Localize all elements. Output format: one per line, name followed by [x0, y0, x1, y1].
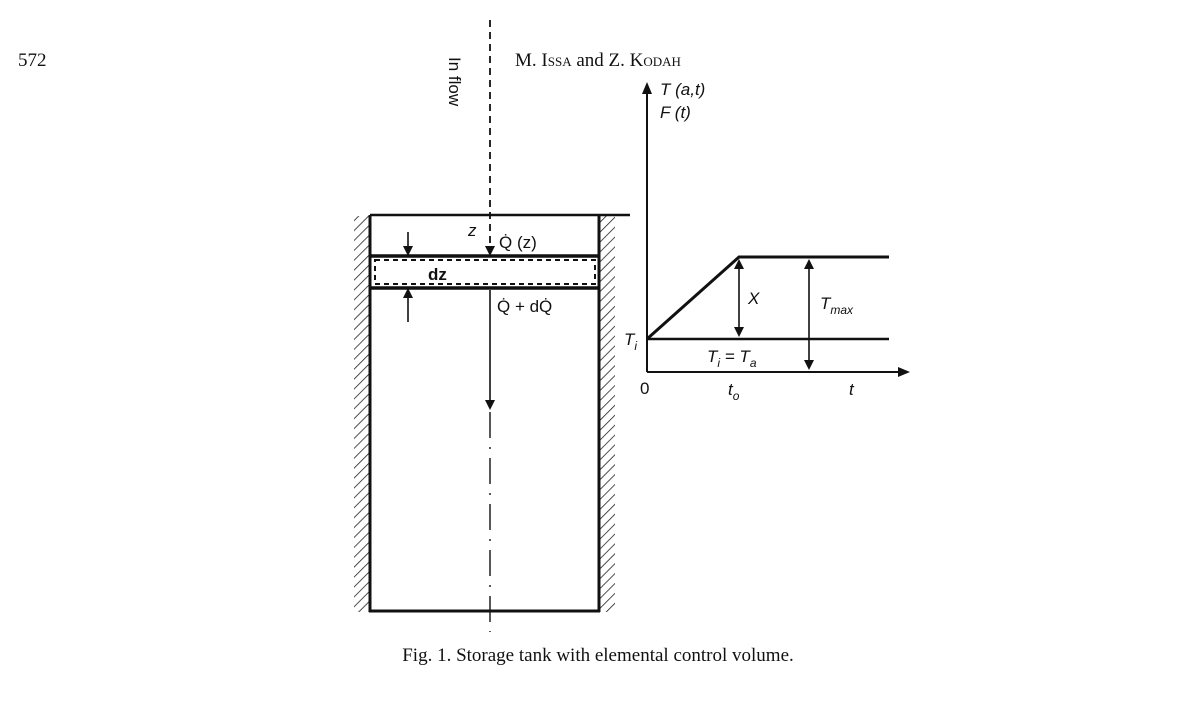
- q-z-label: Q̇ (z): [499, 233, 537, 252]
- author-conjunction: and Z. K: [571, 50, 644, 71]
- flow-axis: [485, 20, 495, 632]
- temperature-graph: T (a,t) F (t) Ti X Tmax Ti = Ta 0 to t: [624, 80, 910, 403]
- y-axis-label-forcing: F (t): [660, 103, 691, 122]
- y-axis-arrowhead: [642, 82, 652, 94]
- x-axis-arrowhead: [898, 367, 910, 377]
- ti-label: Ti: [624, 330, 637, 353]
- dz-dimension: [403, 232, 413, 322]
- dz-top-arrowhead: [403, 246, 413, 256]
- y-axis-label-temperature: T (a,t): [660, 80, 705, 99]
- dz-bottom-arrowhead: [403, 288, 413, 298]
- author-1-initial: M. I: [515, 50, 548, 71]
- inflow-label: In flow: [445, 57, 464, 107]
- tmax-dimension-arrowhead-top: [804, 259, 814, 269]
- author-2-rest: odah: [643, 50, 681, 71]
- ti-equals-ta-label: Ti = Ta: [707, 347, 757, 370]
- running-head: M. Issa and Z. Kodah: [0, 50, 1196, 72]
- flow-arrowhead-lower: [485, 400, 495, 410]
- t0-label: to: [728, 380, 740, 403]
- origin-label: 0: [640, 379, 649, 398]
- tmax-dimension-arrowhead-bottom: [804, 360, 814, 370]
- inflow-arrowhead: [485, 246, 495, 256]
- author-1-rest: ssa: [547, 50, 572, 71]
- q-plus-dq-label: Q̇ + dQ̇: [497, 297, 552, 316]
- t-axis-label: t: [849, 380, 855, 399]
- x-label: X: [747, 289, 760, 308]
- left-wall-hatching: [354, 216, 370, 612]
- x-dimension-arrowhead-bottom: [734, 327, 744, 337]
- tmax-label: Tmax: [820, 294, 854, 317]
- z-label: z: [467, 221, 477, 240]
- x-dimension-arrowhead-top: [734, 259, 744, 269]
- page-number: 572: [18, 50, 47, 71]
- right-wall-hatching: [599, 216, 615, 612]
- dz-label: dz: [428, 265, 447, 284]
- inflow-temperature-curve: [646, 255, 889, 341]
- control-volume-dashed-box: [374, 259, 596, 285]
- tank: [354, 213, 630, 613]
- figure-caption: Fig. 1. Storage tank with elemental cont…: [402, 645, 794, 666]
